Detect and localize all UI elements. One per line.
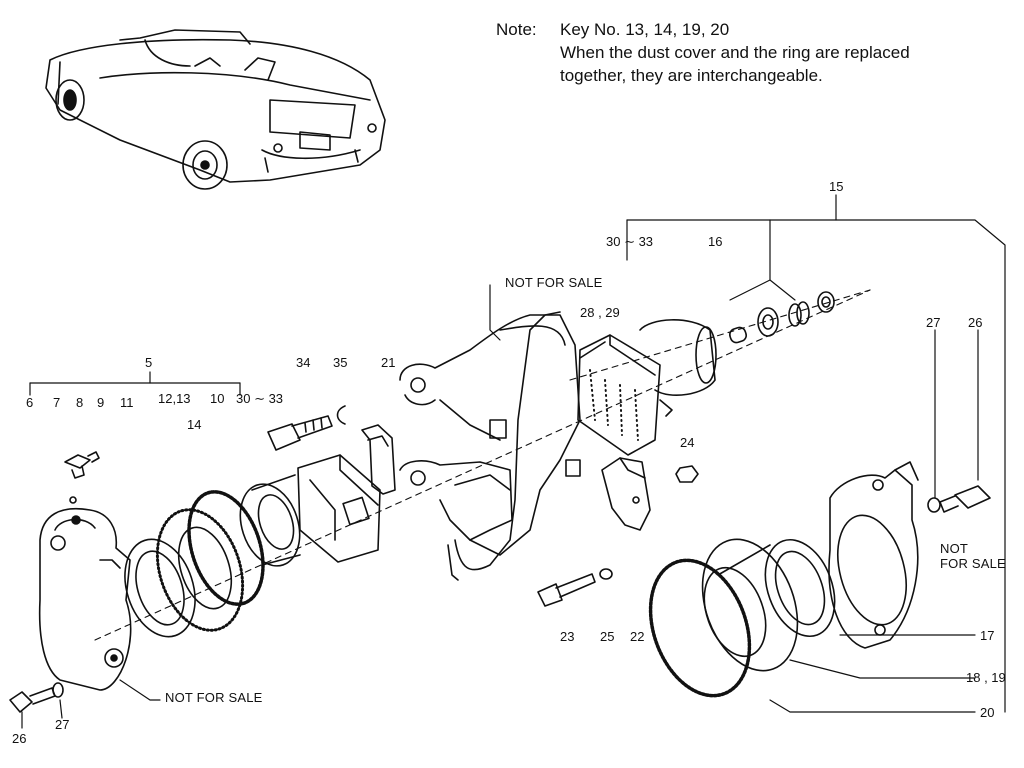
- bleeder-screw: [64, 451, 100, 504]
- key-label-26-left: 26: [12, 731, 27, 746]
- key-label-7: 7: [53, 395, 61, 410]
- key-label-17: 17: [980, 628, 995, 643]
- key-label-20: 20: [980, 705, 995, 720]
- bolt-34: [267, 415, 333, 451]
- brake-pad-right: [577, 334, 661, 456]
- bolt-26-left: [9, 687, 56, 713]
- caliper-housing: [38, 508, 132, 691]
- bolt-26-right: [939, 485, 991, 513]
- key-label-23: 23: [560, 629, 575, 644]
- washer-25: [599, 568, 613, 580]
- note-line-1: Key No. 13, 14, 19, 20: [560, 20, 730, 39]
- assembly-axis-line: [94, 289, 871, 641]
- piston-16: [639, 319, 717, 417]
- anti-rattle-clip-22: [601, 457, 651, 531]
- key-label-22: 22: [630, 629, 645, 644]
- dust-cover: [155, 508, 245, 632]
- key-label-5: 5: [145, 355, 153, 370]
- dust-cover-18-19: [701, 538, 799, 672]
- pin-seal-set: [728, 291, 835, 344]
- not-for-sale-right-line1: NOT: [940, 541, 969, 556]
- not-for-sale-right-line2: FOR SALE: [940, 556, 1006, 571]
- key-label-24: 24: [680, 435, 695, 450]
- key-label-28-29: 28 , 29: [580, 305, 620, 320]
- piston: [239, 474, 301, 567]
- key-label-26-right: 26: [968, 315, 983, 330]
- key-label-35: 35: [333, 355, 348, 370]
- note-line-3: together, they are interchangeable.: [560, 66, 823, 85]
- key-label-8: 8: [76, 395, 84, 410]
- pad-retainer-21: [361, 424, 396, 495]
- key-label-14: 14: [187, 417, 202, 432]
- caliper-housing-right: [828, 461, 919, 649]
- ring-20: [648, 558, 752, 698]
- pin-axis-line: [569, 289, 871, 381]
- key-label-30-33-top: 30 ∼ 33: [606, 234, 654, 249]
- car-illustration: [45, 29, 386, 190]
- key-label-18-19: 18 , 19: [966, 670, 1006, 685]
- not-for-sale-top: NOT FOR SALE: [505, 275, 603, 290]
- callout-brackets: [21, 194, 1006, 729]
- nut-24: [675, 465, 699, 483]
- ring-17: [764, 538, 836, 638]
- key-label-27-right: 27: [926, 315, 941, 330]
- key-label-6: 6: [26, 395, 34, 410]
- key-label-9: 9: [97, 395, 105, 410]
- note-line-2: When the dust cover and the ring are rep…: [560, 43, 910, 62]
- key-label-16: 16: [708, 234, 723, 249]
- not-for-sale-bottom: NOT FOR SALE: [165, 690, 263, 705]
- note-label: Note:: [496, 20, 537, 39]
- key-label-27-left: 27: [55, 717, 70, 732]
- washer-27-right: [927, 497, 941, 513]
- washer-27-left: [52, 682, 64, 698]
- seal-ring: [124, 538, 196, 638]
- key-label-25: 25: [600, 629, 615, 644]
- key-label-15: 15: [829, 179, 844, 194]
- clip-35: [336, 405, 346, 425]
- key-label-21: 21: [381, 355, 396, 370]
- key-label-12-13: 12,13: [158, 391, 191, 406]
- key-label-11: 11: [120, 395, 134, 410]
- retaining-ring: [187, 490, 265, 606]
- key-label-10: 10: [210, 391, 225, 406]
- key-label-30-33-left: 30 ∼ 33: [236, 391, 284, 406]
- key-label-34: 34: [296, 355, 311, 370]
- brake-pad-left: [297, 454, 381, 563]
- bolt-23: [537, 573, 596, 607]
- caliper-bracket: [399, 311, 581, 581]
